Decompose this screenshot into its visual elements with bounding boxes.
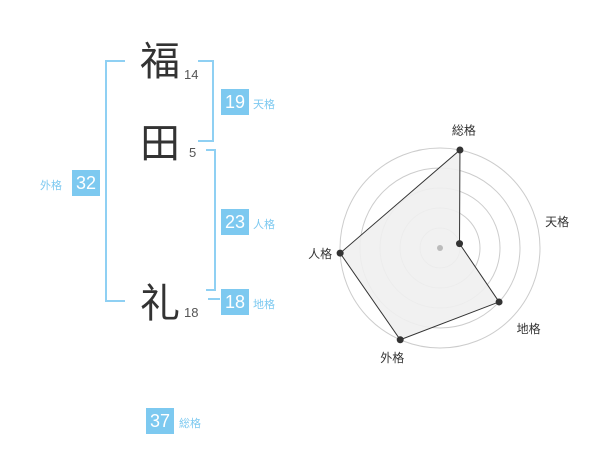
radar-axis-label-3: 外格: [380, 350, 404, 365]
gaikaku-bracket: [105, 60, 125, 302]
name-char-3-strokes: 18: [184, 305, 199, 320]
radar-axis-label-2: 地格: [517, 321, 541, 336]
radar-point-1: [456, 240, 464, 248]
soukaku-label: 総格: [179, 417, 201, 430]
tenkaku-badge: 19: [221, 89, 249, 115]
chikaku-label: 地格: [253, 298, 275, 311]
name-char-2-strokes: 5: [189, 145, 197, 160]
radar-grid-ring: [339, 147, 541, 349]
radar-point-2: [495, 298, 503, 306]
radar-axis-label-1: 天格: [545, 214, 569, 229]
jinkaku-bracket: [206, 149, 216, 291]
radar-point-0: [456, 146, 464, 154]
gaikaku-label: 外格: [40, 179, 62, 192]
radar-center-dot: [437, 245, 443, 251]
gaikaku-badge: 32: [72, 170, 100, 196]
tenkaku-label: 天格: [253, 98, 275, 111]
chikaku-badge: 18: [221, 289, 249, 315]
jinkaku-label: 人格: [253, 218, 275, 231]
radar-point-3: [396, 336, 404, 344]
tenkaku-bracket: [198, 60, 214, 142]
jinkaku-badge: 23: [221, 209, 249, 235]
radar-area: [339, 148, 500, 341]
radar-axis-label-4: 人格: [308, 246, 332, 261]
soukaku-badge: 37: [146, 408, 174, 434]
name-char-3: 礼: [140, 281, 180, 327]
chikaku-connector: [208, 298, 220, 300]
name-char-2: 田: [140, 121, 180, 167]
radar-points: [336, 146, 503, 344]
name-char-1: 福: [140, 39, 180, 85]
radar-axis-label-0: 総格: [452, 122, 476, 137]
name-char-1-strokes: 14: [184, 67, 199, 82]
radar-point-4: [336, 249, 344, 257]
